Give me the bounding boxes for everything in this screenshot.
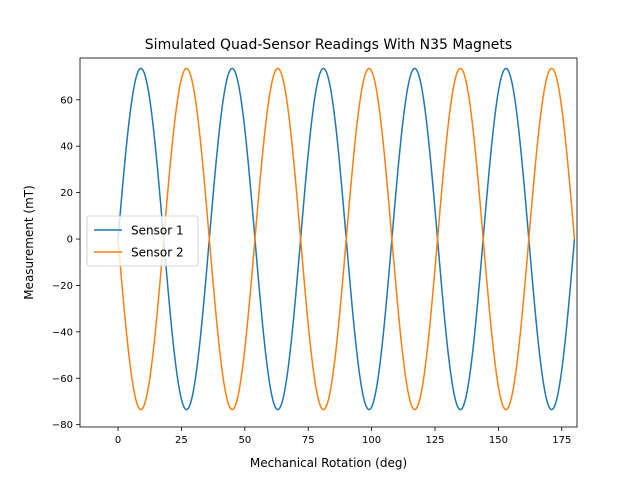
chart-title: Simulated Quad-Sensor Readings With N35 … (145, 37, 512, 53)
legend-box (86, 215, 199, 267)
y-tick-label: 20 (60, 188, 73, 199)
y-axis-label: Measurement (mT) (22, 185, 36, 300)
y-axis-ticks: −80 −60 −40 −20 0 20 40 60 (52, 95, 80, 431)
y-tick-label: 40 (60, 142, 73, 153)
series-layer (117, 67, 576, 411)
legend: Sensor 1 Sensor 2 (86, 215, 199, 267)
plot-frame (79, 57, 578, 428)
y-tick-label: −60 (52, 374, 73, 385)
x-tick-label: 175 (552, 435, 571, 446)
x-axis-label: Mechanical Rotation (deg) (250, 456, 407, 470)
series-line-sensor-2 (117, 67, 576, 411)
legend-label-sensor-1: Sensor 1 (131, 224, 184, 238)
x-axis-ticks: 0 25 50 75 100 125 150 175 (115, 427, 571, 446)
y-tick-label: −20 (52, 281, 73, 292)
y-tick-label: −40 (52, 327, 73, 338)
x-tick-label: 75 (302, 435, 315, 446)
x-tick-label: 25 (175, 435, 188, 446)
legend-label-sensor-2: Sensor 2 (131, 246, 184, 260)
y-tick-label: −80 (52, 420, 73, 431)
y-tick-label: 60 (60, 95, 73, 106)
x-tick-label: 0 (115, 435, 121, 446)
x-tick-label: 100 (362, 435, 381, 446)
x-tick-label: 125 (425, 435, 444, 446)
y-tick-label: 0 (67, 235, 73, 246)
x-tick-label: 150 (489, 435, 508, 446)
x-tick-label: 50 (238, 435, 251, 446)
